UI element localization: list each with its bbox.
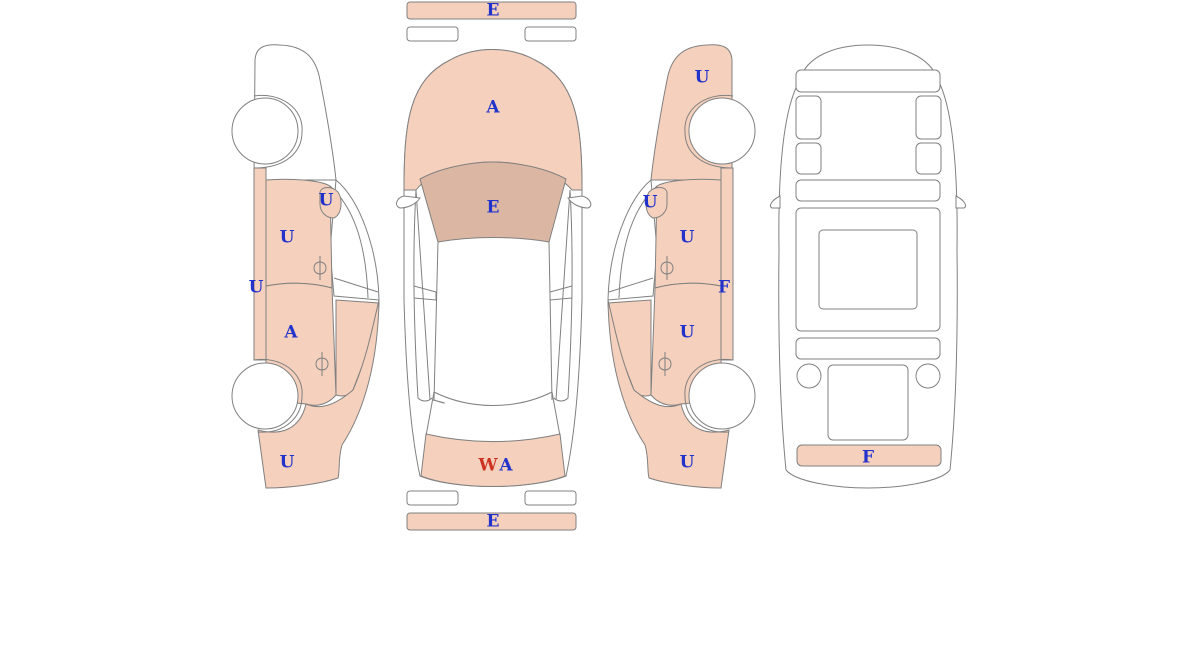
left-front-arch: [253, 94, 303, 169]
underside-center-inner: [818, 229, 918, 310]
code-right-front-door: U: [680, 228, 695, 248]
right-rear-handle: [658, 352, 672, 376]
left-side-view: U U U A U: [231, 44, 380, 489]
code-left-rear-door: A: [283, 323, 298, 343]
left-rear-bottom-panel[interactable]: [257, 299, 380, 489]
right-rear-bottom-panel[interactable]: [607, 299, 730, 489]
underside-rear-right-circle: [915, 363, 941, 389]
code-rear-hatch-w: W: [477, 456, 498, 476]
right-mirror-panel[interactable]: [645, 187, 668, 219]
right-side-rail: [553, 189, 573, 402]
underside-left-mirror: [769, 195, 781, 209]
code-hood: A: [485, 98, 500, 118]
code-left-rocker: U: [249, 278, 264, 298]
underside-front-bar: [795, 69, 941, 93]
right-window-frame: [607, 179, 658, 301]
underside-mid-left-pad: [795, 142, 822, 175]
code-left-front-door: U: [280, 228, 295, 248]
underside-right-mirror: [955, 195, 967, 209]
roof-rear-edge: [433, 391, 553, 406]
left-front-wheel: [231, 97, 299, 165]
left-front-handle: [313, 256, 327, 280]
rear-hatch-panel[interactable]: [420, 433, 566, 487]
code-windshield: E: [487, 198, 500, 218]
underside-rear-bar: [795, 337, 941, 360]
right-rear-arch: [684, 358, 734, 433]
front-bumper-panel[interactable]: [406, 1, 577, 20]
code-left-rear-quarter: U: [280, 453, 295, 473]
left-rear-handle: [315, 352, 329, 376]
underside-front-left-pad: [795, 95, 822, 140]
right-front-wheel: [688, 97, 756, 165]
right-front-handle: [660, 256, 674, 280]
underside-front-right-pad: [915, 95, 942, 140]
code-right-front-fender: U: [695, 68, 710, 88]
code-rear-bumper: E: [487, 512, 500, 532]
rear-right-tire-top: [524, 490, 577, 506]
left-a-pillar: [415, 189, 445, 404]
underside-rear-box: [827, 364, 909, 441]
right-front-arch: [684, 94, 734, 169]
code-right-mirror: U: [643, 193, 658, 213]
left-side-rail: [413, 189, 433, 402]
windshield-panel[interactable]: [419, 161, 567, 243]
right-side-view: U U U F U U: [607, 44, 756, 489]
underside-mid-right-pad: [915, 142, 942, 175]
front-right-tire-top: [524, 26, 577, 42]
code-front-bumper: E: [487, 1, 500, 21]
rear-bumper-panel[interactable]: [406, 512, 577, 531]
underside-view: F: [769, 44, 967, 489]
right-rear-wheel: [688, 362, 756, 430]
left-window-frame: [329, 179, 380, 301]
left-mirror-bar: [413, 285, 437, 301]
rear-left-tire-top: [406, 490, 459, 506]
right-mirror-bar: [549, 285, 573, 301]
underside-cross-bar: [795, 179, 941, 202]
code-right-rear-door: U: [680, 323, 695, 343]
code-right-rocker: F: [718, 278, 730, 298]
left-rear-wheel: [231, 362, 299, 430]
right-mirror-top: [567, 195, 592, 209]
left-rocker-strip[interactable]: [253, 167, 267, 361]
right-rocker-strip[interactable]: [720, 167, 734, 361]
front-left-tire-top: [406, 26, 459, 42]
top-view: E A E W A E: [396, 1, 592, 532]
left-mirror-panel[interactable]: [319, 187, 342, 219]
right-a-pillar: [548, 189, 571, 401]
code-floor-rear-panel: F: [862, 448, 874, 468]
code-left-mirror: U: [319, 191, 334, 211]
underside-rear-left-circle: [796, 363, 822, 389]
left-mirror-top: [396, 195, 421, 209]
code-rear-hatch-a: A: [498, 456, 513, 476]
code-right-rear-quarter: U: [680, 453, 695, 473]
underside-rear-panel[interactable]: [796, 444, 942, 467]
left-rear-arch: [253, 358, 303, 433]
rear-glass-edge: [425, 391, 561, 437]
